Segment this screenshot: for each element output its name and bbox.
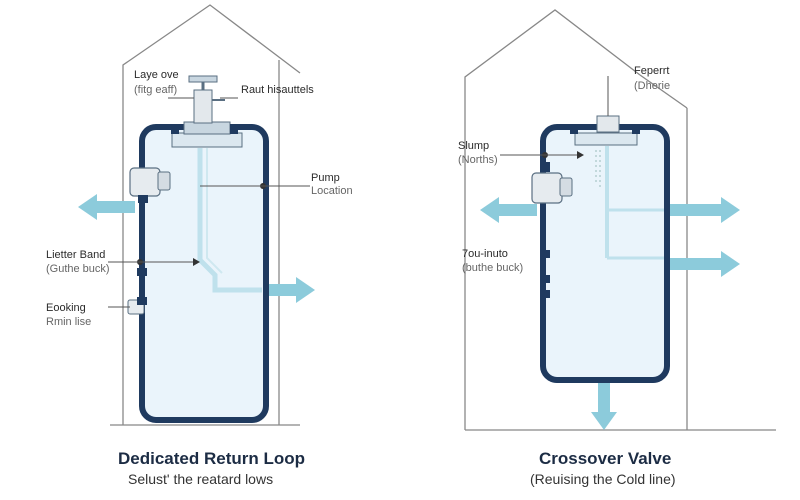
right-heater-unit <box>570 80 640 146</box>
left-pump-unit <box>129 167 171 203</box>
left-flow-arrow-out <box>78 194 135 220</box>
label-7ou-inuto: 7ou-inuto <box>462 248 508 260</box>
label-7ou-inuto-sub: (buthe buck) <box>462 262 524 274</box>
right-flow-arrow-right-lower <box>666 251 740 277</box>
right-panel-subtitle: (Reuising the Cold line) <box>530 471 676 487</box>
label-slump: Slump <box>458 140 490 152</box>
label-lietter-band-sub: (Guthe buck) <box>46 263 110 275</box>
label-eooking: Eooking <box>46 302 86 314</box>
left-house-outline <box>110 4 301 426</box>
left-return-loop-tank <box>139 124 269 423</box>
right-flow-arrow-down <box>591 380 617 430</box>
left-heater-unit <box>171 75 243 148</box>
label-eooking-sub: Rmin lise <box>46 316 92 328</box>
right-flow-arrow-right-upper <box>666 197 740 223</box>
label-pump: Pump <box>311 172 340 184</box>
leader-arrowhead <box>193 258 200 266</box>
label-lietter-band: Lietter Band <box>46 249 106 261</box>
label-laye-ove-sub: (fitg eaff) <box>134 84 178 96</box>
label-slump-sub: (Norths) <box>458 154 498 166</box>
right-panel-title: Crossover Valve <box>539 449 672 468</box>
label-raut-outlets: Raut hisauttels <box>241 84 314 96</box>
left-panel-subtitle: Selust' the reatard lows <box>128 471 274 487</box>
label-laye-ove: Laye ove <box>134 69 179 81</box>
label-pump-location: Location <box>311 185 353 197</box>
left-inner-return-pipe <box>197 148 262 293</box>
right-flow-arrow-out <box>480 197 537 223</box>
right-pump-unit <box>531 162 573 298</box>
label-feperrt-sub: (Dherie <box>634 80 671 92</box>
label-feperrt: Feperrt <box>634 65 670 77</box>
right-crossover-pipes <box>595 146 664 260</box>
left-flow-arrow-right <box>262 277 315 303</box>
left-panel-title: Dedicated Return Loop <box>118 449 306 468</box>
leader-arrowhead <box>577 151 584 159</box>
